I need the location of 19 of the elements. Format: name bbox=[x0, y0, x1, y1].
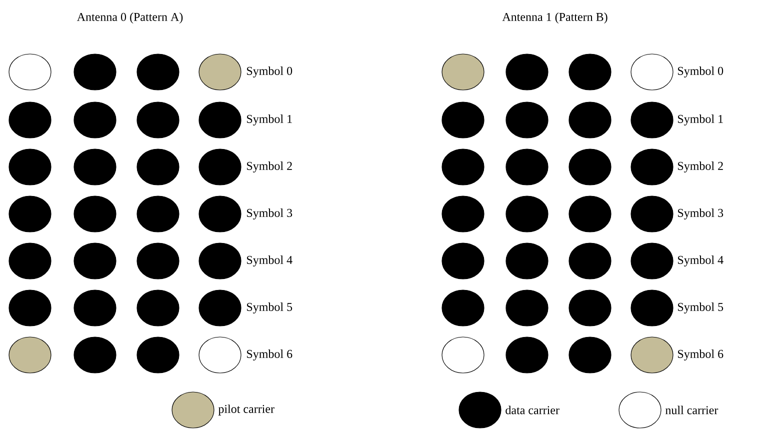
symbol-label: Symbol 5 bbox=[247, 302, 292, 314]
panel-title: Antenna 0 (Pattern A) bbox=[76, 12, 183, 24]
symbol-label: Symbol 6 bbox=[678, 350, 724, 360]
legend-label: data carrier bbox=[506, 406, 560, 414]
symbol-label: Symbol 0 bbox=[678, 66, 724, 78]
legend-label: pilot carrier bbox=[218, 404, 274, 416]
symbol-label: Symbol 3 bbox=[678, 208, 724, 220]
symbol-label: Symbol 1 bbox=[247, 114, 292, 126]
symbol-label: Symbol 6 bbox=[247, 350, 292, 360]
symbol-label: Symbol 5 bbox=[678, 302, 724, 314]
symbol-label: Symbol 4 bbox=[247, 256, 292, 266]
symbol-label: Symbol 3 bbox=[247, 208, 292, 220]
symbol-label: Symbol 2 bbox=[678, 162, 723, 172]
legend-label: null carrier bbox=[666, 406, 718, 414]
symbol-label: Symbol 0 bbox=[247, 66, 292, 78]
symbol-label: Symbol 2 bbox=[247, 162, 292, 172]
panel-title: Antenna 1 (Pattern B) bbox=[502, 12, 608, 24]
symbol-label: Symbol 1 bbox=[678, 114, 723, 126]
symbol-label: Symbol 4 bbox=[678, 256, 724, 266]
